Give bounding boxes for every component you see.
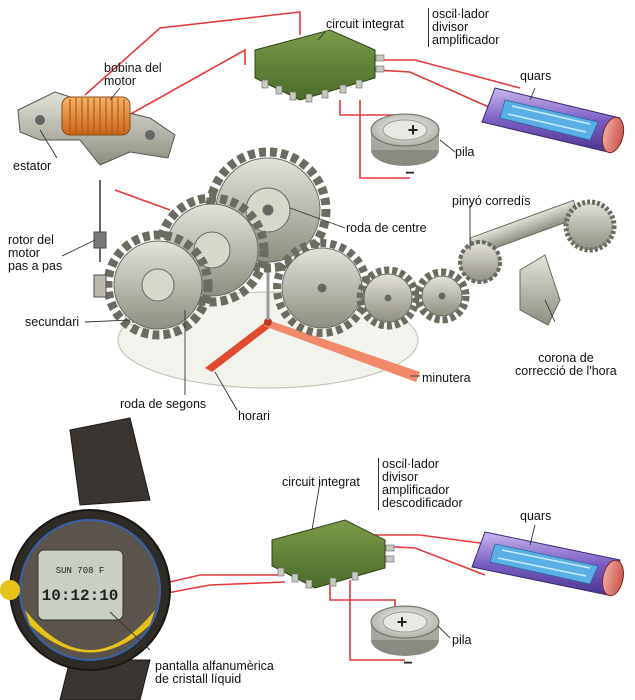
chip-functions: oscil·lador divisor amplificador [428,8,499,47]
gear-icon [414,268,470,324]
chip-label-2: circuit integrat [282,475,360,489]
function-amplifier: amplificador [432,33,500,47]
function-oscillator-2: oscil·lador [382,457,439,471]
quartz-label: quars [520,69,552,83]
coil-label: bobina del motor [104,62,162,88]
chip-icon [271,519,395,589]
function-divider-2: divisor [382,470,419,484]
center-wheel-label: roda de centre [346,221,427,235]
battery-plus-label: + [408,120,419,140]
leader-lines-bottom [109,481,536,651]
rotor-icon [93,180,107,298]
chip-icon [254,29,385,103]
seconds-hand-label: secundari [25,315,80,329]
lcd-time-text: 10:12:10 [42,587,119,605]
battery-plus-label-2: + [397,612,408,632]
crown-label-line-2: correcció de l'hora [515,364,617,378]
hour-hand-label: horari [238,409,270,423]
battery-minus-label: − [405,165,414,182]
gear-icon [103,230,213,340]
crown-stem-icon [458,199,617,326]
rotor-label-line-2: motor [8,246,40,260]
quartz-crystal-icon [481,87,625,154]
quartz-label-2: quars [520,509,552,523]
lcd-top-text: SUN 708 F [56,566,105,576]
clock-hands [205,260,420,382]
rotor-label-line-3: pas a pas [8,259,63,273]
battery-icon [370,605,440,656]
battery-minus-label-2: − [403,655,412,672]
stator-label: estator [13,159,52,173]
leader-lines [39,31,556,411]
lcd-display-label: pantalla alfanumèrica de cristall líquid [155,660,274,686]
battery-icon [370,113,440,166]
battery-label-2: pila [452,633,472,647]
rotor-label: rotor del motor pas a pas [8,234,62,273]
seconds-wheel-label: roda de segons [120,397,207,411]
crown-label: corona de correcció de l'hora [515,352,617,378]
function-amplifier-2: amplificador [382,483,450,497]
function-oscillator: oscil·lador [432,7,489,21]
watch-icon [0,417,171,700]
quartz-crystal-icon [471,531,624,597]
function-decoder: descodificador [382,496,463,510]
analog-wires [84,11,521,211]
function-divider: divisor [432,20,469,34]
coil-label-line-1: bobina del [104,61,162,75]
rotor-label-line-1: rotor del [8,233,54,247]
lcd-label-line-2: de cristall líquid [155,672,242,686]
chip-functions-2: oscil·lador divisor amplificador descodi… [378,458,463,510]
crown-label-line-1: corona de [538,351,594,365]
sliding-pinion-label: pinyó corredís [452,194,531,208]
coil-label-line-2: motor [104,74,136,88]
gear-train [103,147,470,340]
chip-label: circuit integrat [326,17,404,31]
minute-hand-label: minutera [422,371,471,385]
battery-label: pila [455,145,475,159]
stator-coil-icon [17,91,176,166]
lcd-label-line-1: pantalla alfanumèrica [155,659,274,673]
